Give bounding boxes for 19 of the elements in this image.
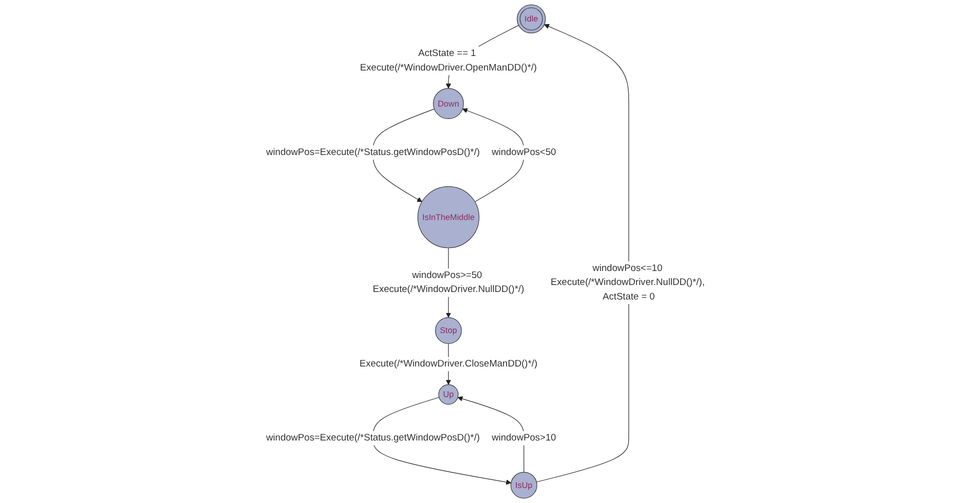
- node-circle: Up: [438, 384, 459, 405]
- arrow: [372, 397, 512, 485]
- edge-label: Execute(/*WindowDriver.CloseManDD()*/): [359, 358, 538, 369]
- edge-label: windowPos=Execute(/*Status.getWindowPosD()*/): [266, 432, 480, 443]
- edge-label: windowPos>10: [492, 432, 556, 443]
- node-circle: Idle: [516, 4, 546, 34]
- node-circle: Stop: [435, 317, 462, 344]
- edge-label: windowPos=Execute(/*Status.getWindowPosD()*/): [266, 147, 480, 158]
- edge-label: windowPos<50: [492, 147, 556, 158]
- arrow: [462, 108, 524, 202]
- arrow: [458, 396, 524, 472]
- node-circle: IsInTheMiddle: [417, 186, 480, 248]
- node-circle: IsUp: [510, 472, 538, 499]
- edge-label: windowPos>=50 Execute(/*WindowDriver.NullDD()*/): [372, 270, 524, 295]
- edge-label: windowPos<=10 Execute(/*WindowDriver.NullDD()*/), ActState = 0: [550, 263, 705, 302]
- node-circle: Down: [433, 88, 464, 119]
- arrow: [372, 108, 435, 202]
- edge-label: ActState == 1 Execute(/*WindowDriver.OpenManDD()*/): [360, 48, 537, 73]
- arrow: [536, 24, 630, 482]
